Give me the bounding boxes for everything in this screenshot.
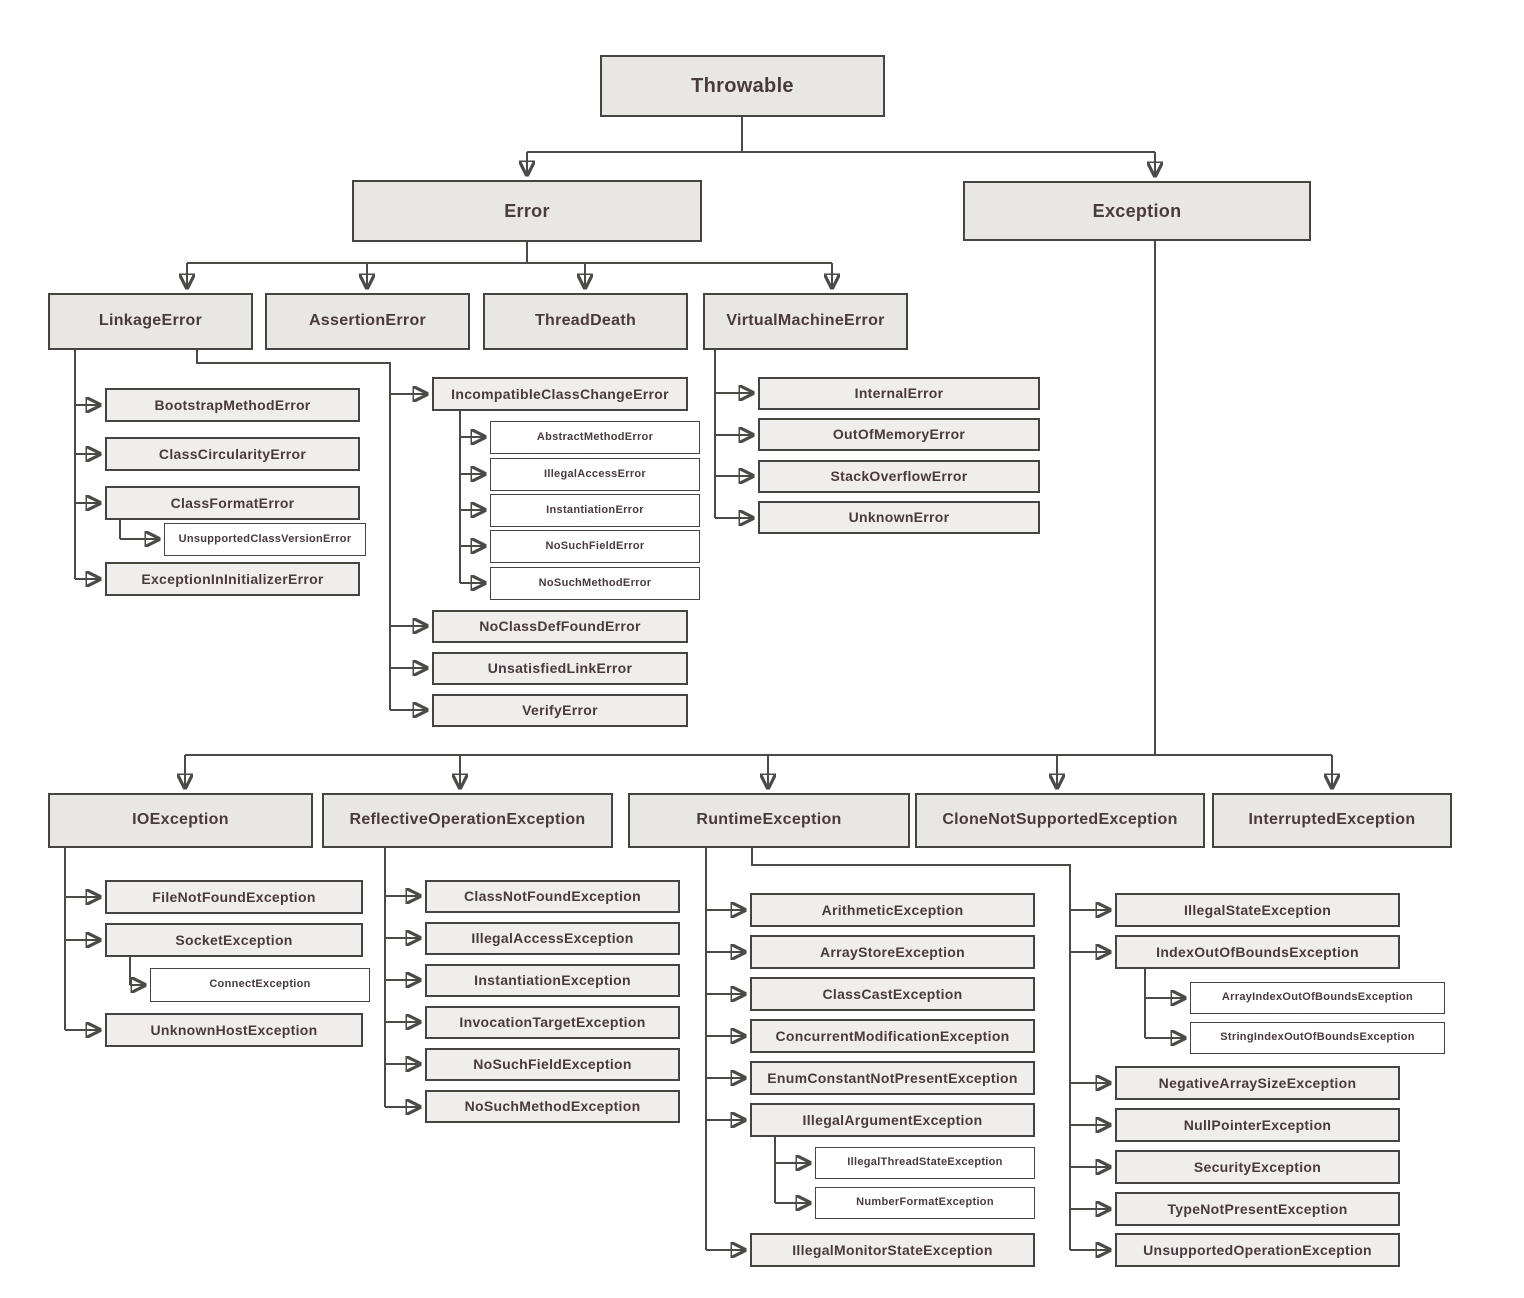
node-illegal-thread-state-exception: IllegalThreadStateException bbox=[815, 1147, 1035, 1179]
node-illegal-state-exception: IllegalStateException bbox=[1115, 893, 1400, 927]
node-stack-overflow-error: StackOverflowError bbox=[758, 460, 1040, 493]
node-unknown-error: UnknownError bbox=[758, 501, 1040, 534]
node-abstract-method-error: AbstractMethodError bbox=[490, 421, 700, 454]
node-unsatisfied-link-error: UnsatisfiedLinkError bbox=[432, 652, 688, 685]
node-number-format-exception: NumberFormatException bbox=[815, 1187, 1035, 1219]
node-instantiation-error: InstantiationError bbox=[490, 494, 700, 527]
node-linkage-error: LinkageError bbox=[48, 293, 253, 350]
node-class-cast-exception: ClassCastException bbox=[750, 977, 1035, 1011]
node-class-not-found-exception: ClassNotFoundException bbox=[425, 880, 680, 913]
node-virtual-machine-error: VirtualMachineError bbox=[703, 293, 908, 350]
node-enum-constant-not-present-exception: EnumConstantNotPresentException bbox=[750, 1061, 1035, 1095]
node-assertion-error: AssertionError bbox=[265, 293, 470, 350]
node-exception: Exception bbox=[963, 181, 1311, 241]
node-no-such-field-error: NoSuchFieldError bbox=[490, 530, 700, 563]
node-throwable: Throwable bbox=[600, 55, 885, 117]
node-runtime-exception: RuntimeException bbox=[628, 793, 910, 848]
node-arithmetic-exception: ArithmeticException bbox=[750, 893, 1035, 927]
node-string-index-out-of-bounds-exception: StringIndexOutOfBoundsException bbox=[1190, 1022, 1445, 1054]
node-negative-array-size-exception: NegativeArraySizeException bbox=[1115, 1066, 1400, 1100]
node-thread-death: ThreadDeath bbox=[483, 293, 688, 350]
node-class-format-error: ClassFormatError bbox=[105, 486, 360, 520]
node-bootstrap-method-error: BootstrapMethodError bbox=[105, 388, 360, 422]
node-incompatible-class-change-error: IncompatibleClassChangeError bbox=[432, 377, 688, 411]
node-exception-in-initializer-error: ExceptionInInitializerError bbox=[105, 562, 360, 596]
node-concurrent-modification-exception: ConcurrentModificationException bbox=[750, 1019, 1035, 1053]
node-error: Error bbox=[352, 180, 702, 242]
node-array-index-out-of-bounds-exception: ArrayIndexOutOfBoundsException bbox=[1190, 982, 1445, 1014]
node-interrupted-exception: InterruptedException bbox=[1212, 793, 1452, 848]
node-clone-not-supported-exception: CloneNotSupportedException bbox=[915, 793, 1205, 848]
node-array-store-exception: ArrayStoreException bbox=[750, 935, 1035, 969]
node-out-of-memory-error: OutOfMemoryError bbox=[758, 418, 1040, 451]
node-no-such-method-error: NoSuchMethodError bbox=[490, 567, 700, 600]
node-unsupported-operation-exception: UnsupportedOperationException bbox=[1115, 1233, 1400, 1267]
node-reflective-operation-exception: ReflectiveOperationException bbox=[322, 793, 613, 848]
node-internal-error: InternalError bbox=[758, 377, 1040, 410]
node-no-class-def-found-error: NoClassDefFoundError bbox=[432, 610, 688, 643]
node-no-such-field-exception: NoSuchFieldException bbox=[425, 1048, 680, 1081]
node-unsupported-class-version-error: UnsupportedClassVersionError bbox=[164, 523, 366, 556]
node-no-such-method-exception: NoSuchMethodException bbox=[425, 1090, 680, 1123]
node-verify-error: VerifyError bbox=[432, 694, 688, 727]
node-illegal-monitor-state-exception: IllegalMonitorStateException bbox=[750, 1233, 1035, 1267]
node-null-pointer-exception: NullPointerException bbox=[1115, 1108, 1400, 1142]
node-instantiation-exception: InstantiationException bbox=[425, 964, 680, 997]
node-socket-exception: SocketException bbox=[105, 923, 363, 957]
node-index-out-of-bounds-exception: IndexOutOfBoundsException bbox=[1115, 935, 1400, 969]
node-illegal-access-exception: IllegalAccessException bbox=[425, 922, 680, 955]
node-unknown-host-exception: UnknownHostException bbox=[105, 1013, 363, 1047]
node-illegal-argument-exception: IllegalArgumentException bbox=[750, 1103, 1035, 1137]
node-type-not-present-exception: TypeNotPresentException bbox=[1115, 1192, 1400, 1226]
node-illegal-access-error: IllegalAccessError bbox=[490, 458, 700, 491]
node-security-exception: SecurityException bbox=[1115, 1150, 1400, 1184]
node-file-not-found-exception: FileNotFoundException bbox=[105, 880, 363, 914]
node-connect-exception: ConnectException bbox=[150, 968, 370, 1002]
node-invocation-target-exception: InvocationTargetException bbox=[425, 1006, 680, 1039]
node-class-circularity-error: ClassCircularityError bbox=[105, 437, 360, 471]
node-io-exception: IOException bbox=[48, 793, 313, 848]
